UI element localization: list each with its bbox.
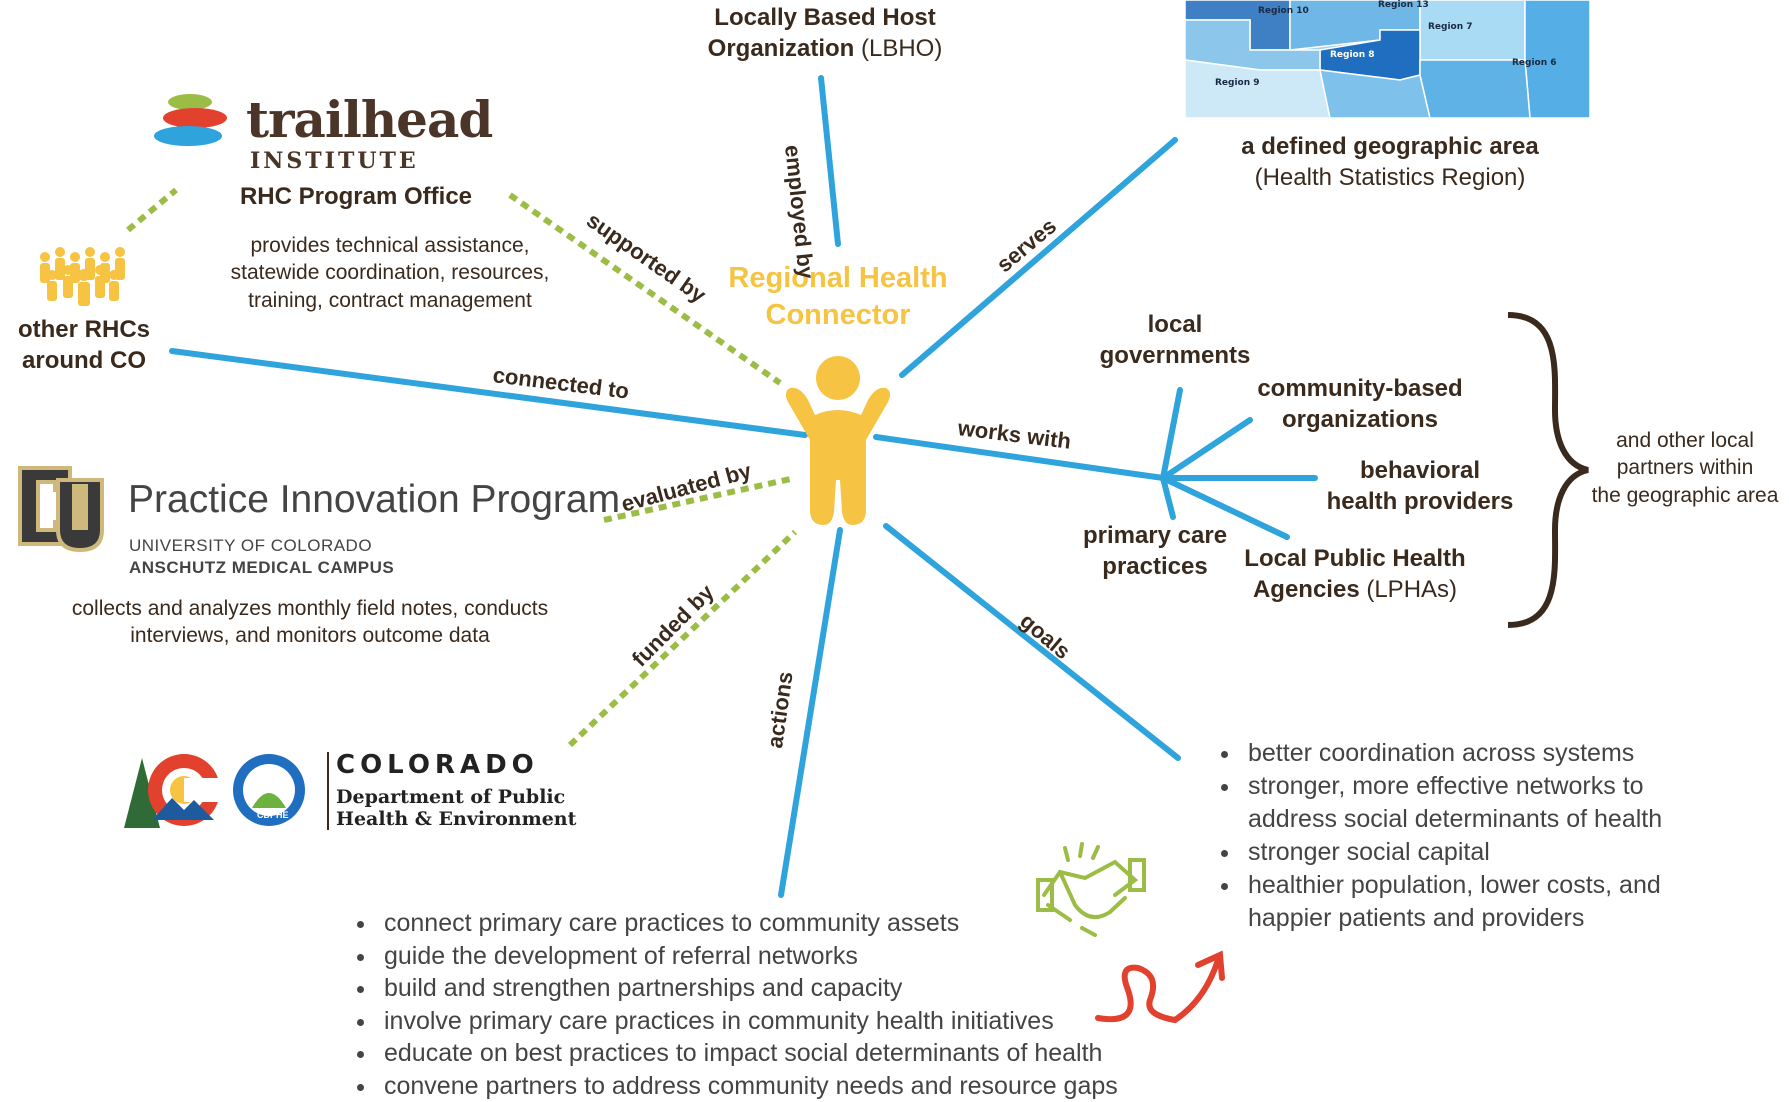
partner-cbo-2: organizations [1245,404,1475,435]
fan-cbo [1163,420,1250,478]
line-connected [172,351,805,435]
cdphe-state: COLORADO [336,750,539,780]
pip-desc: collects and analyzes monthly field note… [40,595,580,650]
partner-cbo-1: community-based [1245,373,1475,404]
trailhead-desc2: statewide coordination, resources, [200,259,580,286]
geo-line1: a defined geographic area [1215,131,1565,162]
action-item: guide the development of referral networ… [378,940,1128,973]
partner-pcp-1: primary care [1060,520,1250,551]
partner-other-1: and other local [1585,427,1785,454]
actions-list-box: connect primary care practices to commun… [348,907,1128,1102]
goal-item: better coordination across systems [1242,737,1672,770]
cdphe-emblems-icon [124,748,324,833]
map-region-8: Region 8 [1330,50,1375,60]
geo-line2: (Health Statistics Region) [1215,162,1565,193]
lbho-line2: Organization (LBHO) [660,33,990,64]
goal-item: stronger, more effective networks to add… [1242,770,1672,836]
trailhead-desc3: training, contract management [200,287,580,314]
trailhead-stones-icon [150,88,250,158]
action-item: build and strengthen partnerships and ca… [378,972,1128,1005]
trailhead-word: trailhead [246,90,492,149]
partner-lpha-1: Local Public Health [1230,543,1480,574]
partner-lpha-2: Agencies (LPHAs) [1230,574,1480,605]
partner-cbo: community-based organizations [1245,373,1475,435]
center-line1: Regional Health [718,260,958,297]
partner-other-2: partners within [1585,454,1785,481]
cdphe-dept2: Health & Environment [336,808,576,830]
map-region-6: Region 6 [1512,58,1557,68]
trailhead-desc: provides technical assistance, statewide… [200,232,580,314]
goals-list-box: better coordination across systems stron… [1212,737,1672,935]
geo-label: a defined geographic area (Health Statis… [1215,131,1565,193]
partner-other-3: the geographic area [1585,482,1785,509]
center-label: Regional Health Connector [718,260,958,334]
pip-title: Practice Innovation Program [128,478,620,522]
other-rhcs-line1: other RHCs [0,314,168,345]
goals-list: better coordination across systems stron… [1212,737,1672,935]
action-item: involve primary care practices in commun… [378,1005,1128,1038]
map-region-9: Region 9 [1215,78,1260,88]
dots-funded [570,532,795,745]
trailhead-institute: INSTITUTE [250,148,419,174]
lbho-label: Locally Based Host Organization (LBHO) [660,2,990,64]
action-item: connect primary care practices to commun… [378,907,1128,940]
trailhead-office: RHC Program Office [206,181,506,212]
partner-lpha-abbr: (LPHAs) [1360,576,1457,603]
person-icon [786,356,890,525]
action-item: educate on best practices to impact soci… [378,1037,1128,1070]
other-rhcs-label: other RHCs around CO [0,314,168,376]
partner-bh-2: health providers [1310,486,1530,517]
lbho-line1: Locally Based Host [660,2,990,33]
people-group-icon [40,247,125,306]
other-rhcs-line2: around CO [0,345,168,376]
goal-item: stronger social capital [1242,836,1672,869]
dots-other-rhcs [128,190,176,230]
partner-pcp-2: practices [1060,551,1250,582]
map-region-13: Region 13 [1378,0,1429,10]
pip-logo: Practice Innovation Program UNIVERSITY O… [10,460,590,580]
actions-list: connect primary care practices to commun… [348,907,1128,1102]
cu-logo-icon [10,460,110,560]
line-lbho [821,78,838,244]
pip-campus: ANSCHUTZ MEDICAL CAMPUS [129,558,394,578]
cdphe-dept1: Department of Public [336,786,565,808]
center-line2: Connector [718,297,958,334]
pip-desc1: collects and analyzes monthly field note… [40,595,580,622]
partner-bh-1: behavioral [1310,455,1530,486]
trailhead-desc1: provides technical assistance, [200,232,580,259]
partner-pcp: primary care practices [1060,520,1250,582]
lbho-org: Organization [708,35,855,62]
cdphe-seal-text: CDPHE [257,810,289,820]
partner-local-gov: local governments [1080,309,1270,371]
map-region-7: Region 7 [1428,22,1473,32]
cdphe-logo: CDPHE COLORADO Department of Public Heal… [124,748,584,833]
partner-local-gov-1: local [1080,309,1270,340]
partner-bh: behavioral health providers [1310,455,1530,517]
trailhead-logo: trailhead INSTITUTE [150,88,490,178]
partner-local-gov-2: governments [1080,340,1270,371]
cdphe-divider [327,752,329,830]
map-region-10: Region 10 [1258,6,1309,16]
goal-item: healthier population, lower costs, and h… [1242,869,1672,935]
partner-lpha: Local Public Health Agencies (LPHAs) [1230,543,1480,605]
partner-other: and other local partners within the geog… [1585,427,1785,509]
pip-desc2: interviews, and monitors outcome data [40,622,580,649]
action-item: convene partners to address community ne… [378,1070,1128,1102]
lbho-abbr: (LBHO) [854,35,942,62]
pip-univ: UNIVERSITY OF COLORADO [129,536,372,556]
partner-lpha-agencies: Agencies [1253,576,1360,603]
